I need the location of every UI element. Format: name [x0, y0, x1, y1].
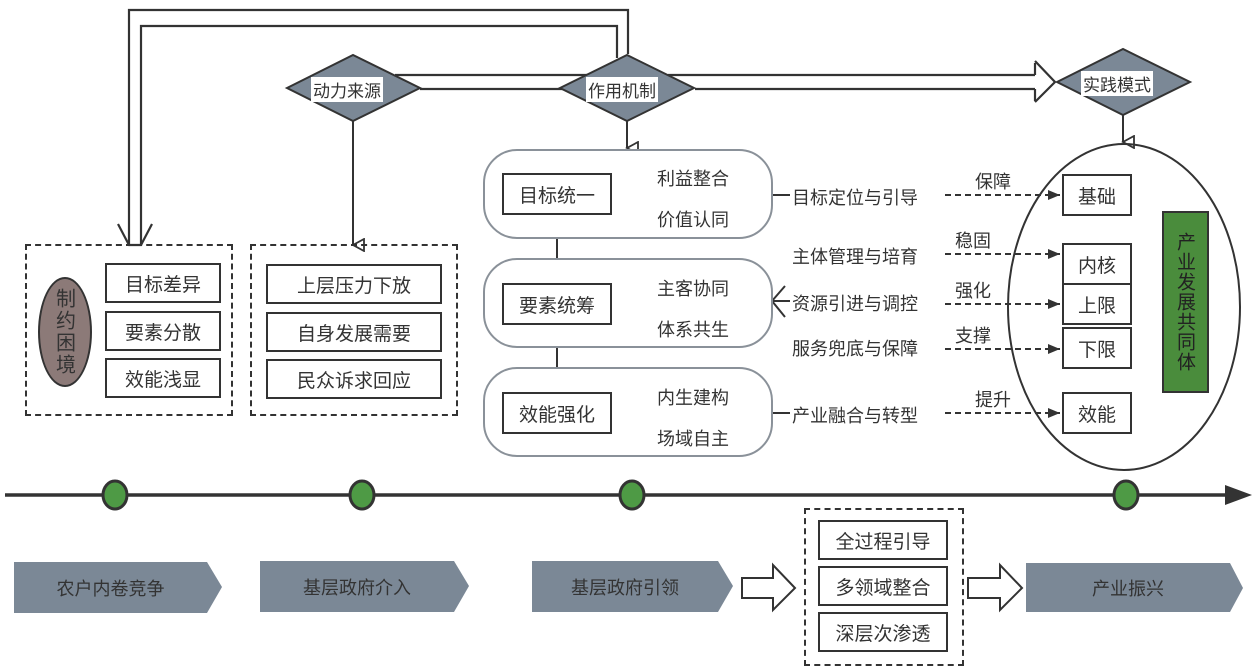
mechanism-sub: 主客协同	[657, 279, 729, 300]
mechanism-sub: 价值认同	[657, 210, 729, 231]
dilemma-item: 目标差异	[105, 263, 221, 303]
mechanism-main: 要素统筹	[502, 283, 612, 325]
stage-chevron-4	[1026, 563, 1243, 612]
target-box: 基础	[1062, 174, 1132, 216]
community-label: 产业发展共同体	[1174, 232, 1196, 372]
practice-ellipse	[1007, 143, 1241, 471]
timeline-node	[348, 479, 376, 511]
stage-chevron-2	[260, 561, 469, 612]
hollow-arrow-2	[967, 562, 1024, 613]
stage-label: 农户内卷竞争	[56, 578, 165, 600]
diamond-mechanism-label: 作用机制	[586, 77, 658, 102]
drivers-group	[250, 244, 458, 416]
path-action: 服务兜底与保障	[792, 339, 918, 360]
stage-label: 产业振兴	[1092, 578, 1164, 600]
diamond-source-label: 动力来源	[311, 77, 383, 102]
community-bar: 产业发展共同体	[1162, 211, 1209, 393]
stage-label: 基层政府介入	[303, 577, 411, 599]
timeline-node	[101, 479, 129, 511]
stage-chevron-1	[14, 562, 222, 613]
driver-item: 上层压力下放	[266, 264, 442, 304]
stage-chevron-3	[532, 561, 733, 612]
path-effect: 保障	[975, 172, 1011, 193]
guidance-item: 全过程引导	[818, 520, 948, 560]
timeline-node	[618, 479, 646, 511]
hollow-arrows	[741, 562, 1024, 613]
pill-connectors	[770, 194, 790, 414]
main-double-arrow	[395, 60, 1057, 103]
guidance-item: 深层次渗透	[818, 612, 948, 652]
path-action: 目标定位与引导	[792, 188, 918, 209]
path-effect: 强化	[955, 281, 991, 302]
driver-item: 自身发展需要	[266, 312, 442, 352]
guidance-item: 多领域整合	[818, 566, 948, 606]
target-box: 效能	[1062, 392, 1132, 434]
path-effect: 支撑	[955, 326, 991, 347]
mechanism-sub: 利益整合	[657, 169, 729, 190]
target-box: 内核	[1062, 243, 1132, 285]
path-effect: 稳固	[955, 231, 991, 252]
path-action: 产业融合与转型	[792, 406, 918, 427]
mechanism-sub: 体系共生	[657, 320, 729, 341]
mechanism-sub: 场域自主	[657, 429, 729, 450]
guidance-group	[804, 508, 964, 666]
mechanism-main: 目标统一	[502, 173, 612, 215]
dilemma-title-oval: 制约困境	[38, 277, 92, 387]
dilemma-item: 要素分散	[105, 311, 221, 351]
hollow-arrow-1	[741, 562, 797, 613]
path-action: 资源引进与调控	[792, 294, 918, 315]
stage-label: 基层政府引领	[571, 577, 679, 599]
mechanism-main: 效能强化	[502, 392, 612, 434]
path-action: 主体管理与培育	[792, 247, 918, 268]
diamond-practice-label: 实践模式	[1081, 71, 1153, 96]
dilemma-title: 制约困境	[52, 288, 77, 376]
timeline	[5, 479, 1252, 511]
driver-item: 民众诉求回应	[266, 359, 442, 399]
stage-chevrons	[14, 561, 1243, 613]
timeline-arrowhead	[1225, 485, 1252, 505]
timeline-node	[1112, 479, 1140, 511]
mechanism-sub: 内生建构	[657, 388, 729, 409]
target-box: 下限	[1062, 327, 1132, 369]
dilemma-item: 效能浅显	[105, 358, 221, 398]
path-effect: 提升	[975, 390, 1011, 411]
dilemma-group	[25, 244, 233, 416]
target-box: 上限	[1062, 283, 1132, 325]
dashed-arrows	[945, 190, 1060, 418]
